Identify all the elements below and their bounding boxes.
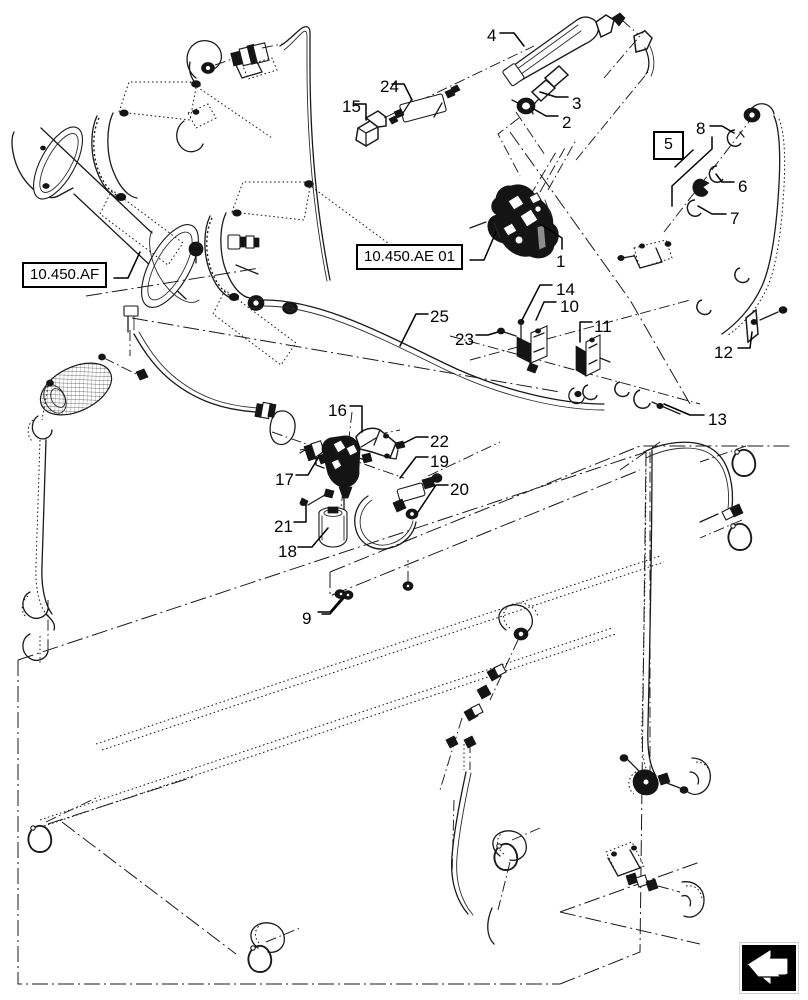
callout-25: 25 xyxy=(430,307,449,326)
line-clamps xyxy=(568,267,750,405)
part-7-clamp xyxy=(686,199,702,217)
callout-15: 15 xyxy=(342,97,361,116)
part-13-clamp xyxy=(633,389,681,415)
leader-lines xyxy=(113,32,753,613)
tank-outlet-fitting xyxy=(227,234,260,250)
callout-9: 9 xyxy=(302,609,312,628)
part-12-bracket xyxy=(745,306,788,344)
callout-10: 10 xyxy=(560,297,579,316)
coiled-hose xyxy=(21,353,149,664)
right-vertical-tube xyxy=(605,449,711,918)
callout-7: 7 xyxy=(730,209,740,228)
ref-10-450-af: 10.450.AF xyxy=(22,262,108,288)
bracket-row xyxy=(449,239,788,415)
group-5: 5 xyxy=(653,131,684,160)
air-tank-assembly xyxy=(11,80,393,366)
part-18-filter-bowl xyxy=(318,506,348,548)
part-10-bracket xyxy=(516,319,548,374)
part-1-compressor xyxy=(469,139,577,259)
callout-8: 8 xyxy=(696,119,706,138)
part-19-20-hose xyxy=(354,473,443,550)
ref-10-450-ae-01: 10.450.AE 01 xyxy=(356,244,463,270)
orientation-marker xyxy=(739,942,799,994)
callout-14: 14 xyxy=(556,280,575,299)
part-22-bolt xyxy=(394,440,406,450)
callout-22: 22 xyxy=(430,432,449,451)
callout-12: 12 xyxy=(714,343,733,362)
part-3-coupler xyxy=(530,64,570,115)
control-valve-assembly xyxy=(271,411,501,550)
chassis-clamp-rings xyxy=(27,441,757,973)
part-11-bracket xyxy=(575,334,611,377)
callout-2: 2 xyxy=(562,113,572,132)
part-2-grommet xyxy=(511,97,536,115)
hose-end-fitting-left xyxy=(254,401,277,420)
top-left-valve-block xyxy=(230,42,278,80)
callout-23: 23 xyxy=(455,330,474,349)
bottom-right-assembly xyxy=(605,841,705,918)
valve-body xyxy=(315,435,373,511)
upper-hose-end-fittings xyxy=(595,12,655,77)
upper-hose-assembly xyxy=(355,12,655,177)
construction-lines xyxy=(17,131,792,985)
part-23-bolt xyxy=(497,327,517,337)
callout-21: 21 xyxy=(274,517,293,536)
callout-20: 20 xyxy=(450,480,469,499)
callout-16: 16 xyxy=(328,401,347,420)
group-5-top-fitting xyxy=(743,103,775,123)
part-8-clamp xyxy=(726,129,745,147)
tank-strap-rear xyxy=(204,212,251,300)
top-left-fitting-cluster xyxy=(176,26,331,282)
callout-17: 17 xyxy=(275,470,294,489)
lower-run-fittings xyxy=(445,663,507,749)
callout-18: 18 xyxy=(278,542,297,561)
part-5-group xyxy=(663,103,786,337)
part-9-clamps xyxy=(321,560,414,615)
callout-13: 13 xyxy=(708,410,727,429)
callout-6: 6 xyxy=(738,177,748,196)
part-15-elbow xyxy=(355,110,387,147)
part-16-bracket xyxy=(355,427,399,460)
hose-to-valve xyxy=(123,305,296,446)
callout-1: 1 xyxy=(556,252,566,271)
callout-4: 4 xyxy=(487,26,497,45)
part-21-screw xyxy=(299,488,335,507)
upper-line-fasteners xyxy=(388,84,461,125)
part-17-fitting xyxy=(299,440,326,462)
part-25-tube xyxy=(247,295,605,411)
part-24-tube xyxy=(399,93,447,123)
callout-19: 19 xyxy=(430,452,449,471)
tank-strap-fasteners xyxy=(40,80,314,301)
air-tank-rear xyxy=(11,126,199,308)
callout-11: 11 xyxy=(594,317,612,336)
callout-3: 3 xyxy=(572,94,582,113)
callout-24: 24 xyxy=(380,77,399,96)
orientation-arrow-icon xyxy=(742,945,796,991)
tube-bottom-clamp xyxy=(619,754,711,796)
right-fitting-cluster xyxy=(617,239,673,269)
lower-hose-run xyxy=(250,602,539,953)
tank-strap-front xyxy=(91,112,138,200)
